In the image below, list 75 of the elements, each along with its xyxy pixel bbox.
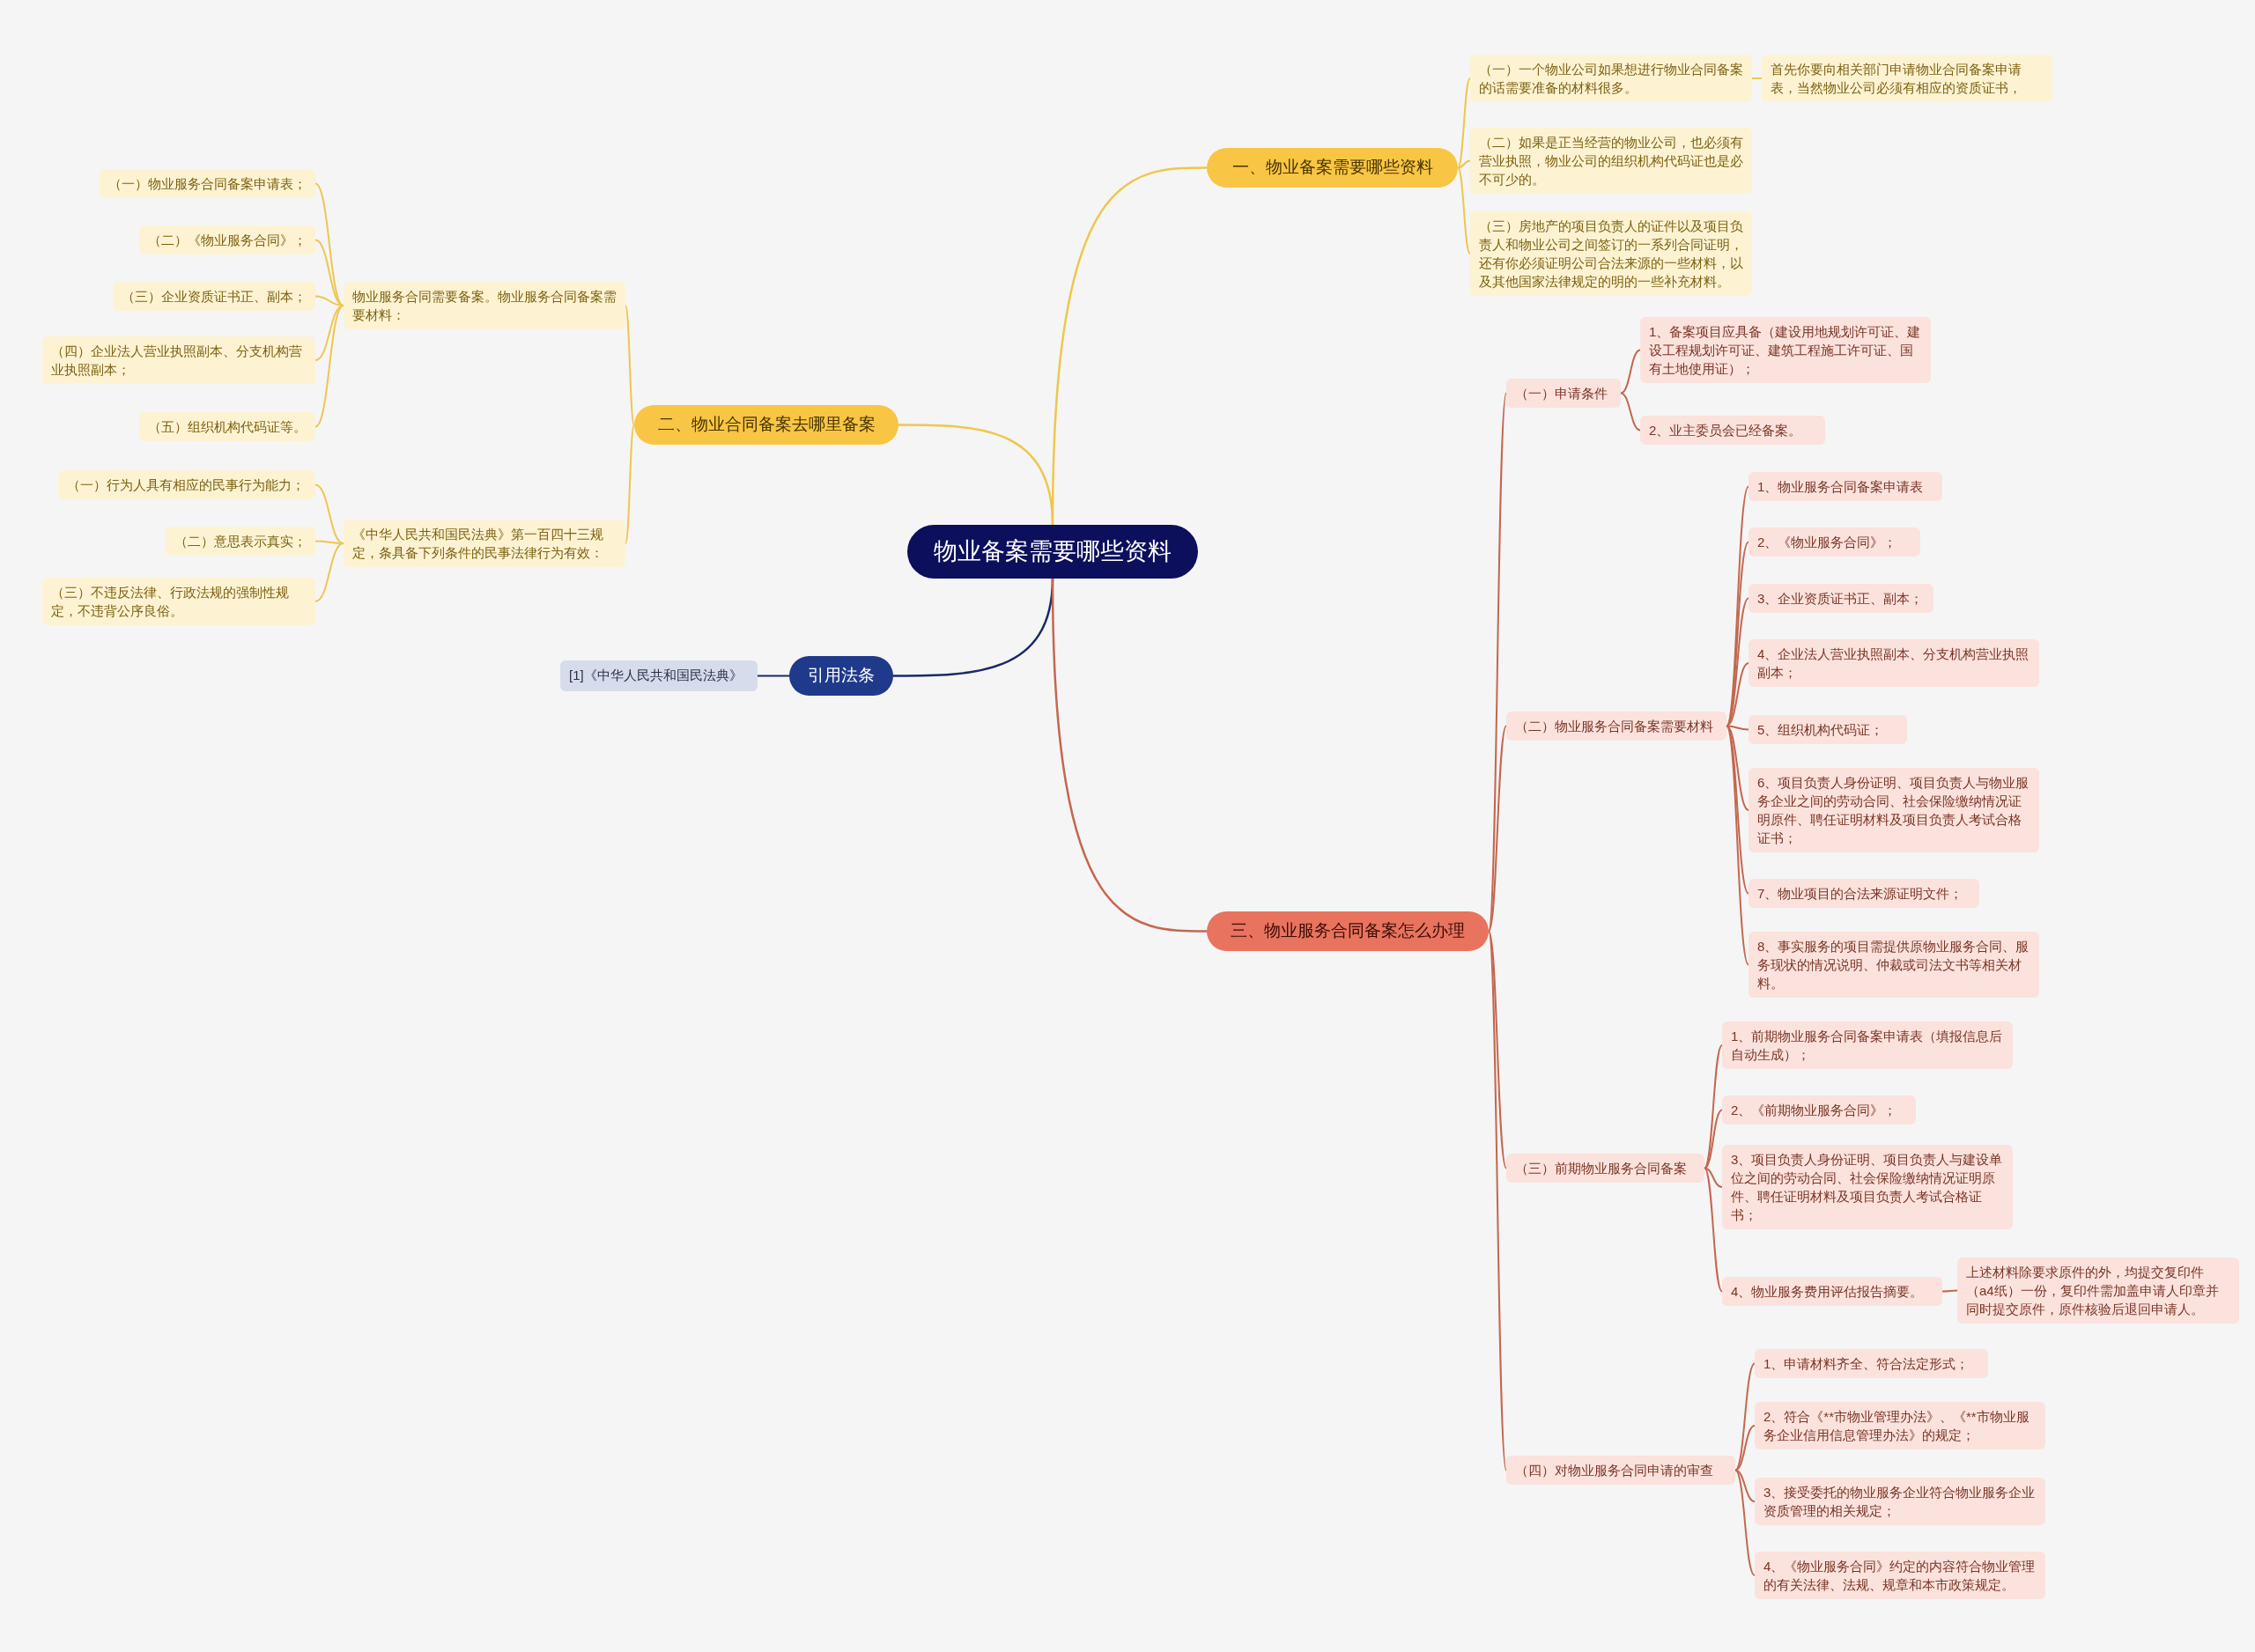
topic-box: （二）物业服务合同备案需要材料 xyxy=(1506,712,1726,741)
topic-box: （三）企业资质证书正、副本； xyxy=(113,282,315,311)
connector-line xyxy=(1734,1469,1756,1502)
branch-topic: 二、物业合同备案去哪里备案 xyxy=(634,405,898,445)
connector-line xyxy=(1488,930,1507,1169)
topic-box: 物业服务合同需要备案。物业服务合同备案需要材料： xyxy=(344,282,625,329)
topic-box: （三）房地产的项目负责人的证件以及项目负责人和物业公司之间签订的一系列合同证明，还有你必须证明公司合法来源的一些材料，以及其他国家法律规定的明的一些补充材料。 xyxy=(1470,211,1752,296)
connector-line xyxy=(1726,725,1749,966)
topic-box: （五）组织机构代码证等。 xyxy=(139,412,315,441)
connector-line xyxy=(314,542,344,602)
topic-box: （二）意思表示真实； xyxy=(166,527,315,556)
connector-line xyxy=(898,424,1054,526)
connector-line xyxy=(314,483,344,544)
topic-box: （一）申请条件 xyxy=(1506,379,1621,408)
connector-line xyxy=(1734,1469,1756,1576)
connector-line xyxy=(1457,166,1471,254)
topic-box: 4、《物业服务合同》约定的内容符合物业管理的有关法律、法规、规章和本市政策规定。 xyxy=(1755,1552,2045,1599)
connector-line xyxy=(1051,578,1207,933)
connector-line xyxy=(1704,1109,1723,1169)
connector-line xyxy=(314,540,344,544)
topic-box: 2、业主委员会已经备案。 xyxy=(1640,416,1825,445)
topic-box: （一）行为人具有相应的民事行为能力； xyxy=(58,470,315,499)
connector-line xyxy=(1734,1425,1756,1471)
topic-box: 4、企业法人营业执照副本、分支机构营业执照副本； xyxy=(1749,639,2039,687)
topic-box: （三）不违反法律、行政法规的强制性规定，不违背公序良俗。 xyxy=(42,578,315,625)
connector-line xyxy=(314,239,344,306)
topic-box: 2、《物业服务合同》； xyxy=(1749,527,1920,557)
topic-box: （三）前期物业服务合同备案 xyxy=(1506,1154,1704,1183)
topic-box: 2、符合《**市物业管理办法》、《**市物业服务企业信用信息管理办法》的规定； xyxy=(1755,1402,2045,1449)
connector-line xyxy=(1726,725,1749,731)
topic-box: （二）如果是正当经营的物业公司，也必须有营业执照，物业公司的组织机构代码证也是必不可少的。 xyxy=(1470,128,1752,194)
topic-box: 3、项目负责人身份证明、项目负责人与建设单位之间的劳动合同、社会保险缴纳情况证明原件、聘任证明材料及项目负责人考试合格证书； xyxy=(1722,1145,2013,1229)
topic-box: （一）物业服务合同备案申请表； xyxy=(100,169,315,198)
connector-line xyxy=(1726,662,1749,727)
connector-line xyxy=(1941,1289,1958,1293)
branch-topic: 引用法条 xyxy=(789,656,893,696)
topic-box: 5、组织机构代码证； xyxy=(1749,715,1907,744)
topic-box: 3、接受委托的物业服务企业符合物业服务企业资质管理的相关规定； xyxy=(1755,1478,2045,1525)
branch-topic: 一、物业备案需要哪些资料 xyxy=(1207,148,1458,188)
connector-line xyxy=(625,305,635,426)
connector-line xyxy=(1734,1362,1756,1471)
topic-box: 8、事实服务的项目需提供原物业服务合同、服务现状的情况说明、仲裁或司法文书等相关材料。 xyxy=(1749,932,2039,998)
connector-line xyxy=(1457,159,1471,169)
topic-box: （四）对物业服务合同申请的审查 xyxy=(1506,1456,1735,1485)
connector-line xyxy=(1751,77,1763,79)
topic-box: 上述材料除要求原件的外，均提交复印件（a4纸）一份，复印件需加盖申请人印章并同时提交原件，原件核验后退回申请人。 xyxy=(1957,1257,2239,1324)
central-topic: 物业备案需要哪些资料 xyxy=(907,525,1198,579)
topic-box: 3、企业资质证书正、副本； xyxy=(1749,584,1933,613)
topic-box: 《中华人民共和国民法典》第一百四十三规定，条具备下列条件的民事法律行为有效： xyxy=(344,520,625,567)
topic-box: 1、申请材料齐全、符合法定形式； xyxy=(1755,1349,1988,1378)
connector-line xyxy=(1457,77,1471,169)
topic-box: 7、物业项目的合法来源证明文件； xyxy=(1749,879,1979,908)
connector-line xyxy=(1488,725,1507,933)
topic-box: 2、《前期物业服务合同》； xyxy=(1722,1095,1916,1125)
topic-box: （一）一个物业公司如果想进行物业合同备案的话需要准备的材料很多。 xyxy=(1470,55,1752,102)
connector-line xyxy=(1704,1167,1723,1293)
topic-box: （二）《物业服务合同》； xyxy=(139,225,315,254)
connector-line xyxy=(1620,349,1641,395)
topic-box: [1]《中华人民共和国民法典》 xyxy=(560,660,758,691)
connector-line xyxy=(757,675,790,677)
connector-line xyxy=(1726,725,1749,811)
connector-line xyxy=(1704,1044,1723,1169)
branch-topic: 三、物业服务合同备案怎么办理 xyxy=(1207,911,1489,951)
topic-box: 1、物业服务合同备案申请表 xyxy=(1749,472,1942,501)
connector-line xyxy=(314,305,344,428)
connector-line xyxy=(1620,392,1641,431)
topic-box: 6、项目负责人身份证明、项目负责人与物业服务企业之间的劳动合同、社会保险缴纳情况证明原件、聘任证明材料及项目负责人考试合格证书； xyxy=(1749,768,2039,852)
connector-line xyxy=(625,424,635,544)
topic-box: 4、物业服务费用评估报告摘要。 xyxy=(1722,1277,1942,1306)
connector-line xyxy=(1704,1167,1723,1188)
topic-box: 1、备案项目应具备（建设用地规划许可证、建设工程规划许可证、建筑工程施工许可证、国有土地使用证）； xyxy=(1640,317,1931,383)
connector-line xyxy=(314,182,344,306)
topic-box: 首先你要向相关部门申请物业合同备案申请表，当然物业公司必须有相应的资质证书， xyxy=(1762,55,2052,102)
topic-box: 1、前期物业服务合同备案申请表（填报信息后自动生成）； xyxy=(1722,1021,2013,1069)
topic-box: （四）企业法人营业执照副本、分支机构营业执照副本； xyxy=(42,336,315,384)
